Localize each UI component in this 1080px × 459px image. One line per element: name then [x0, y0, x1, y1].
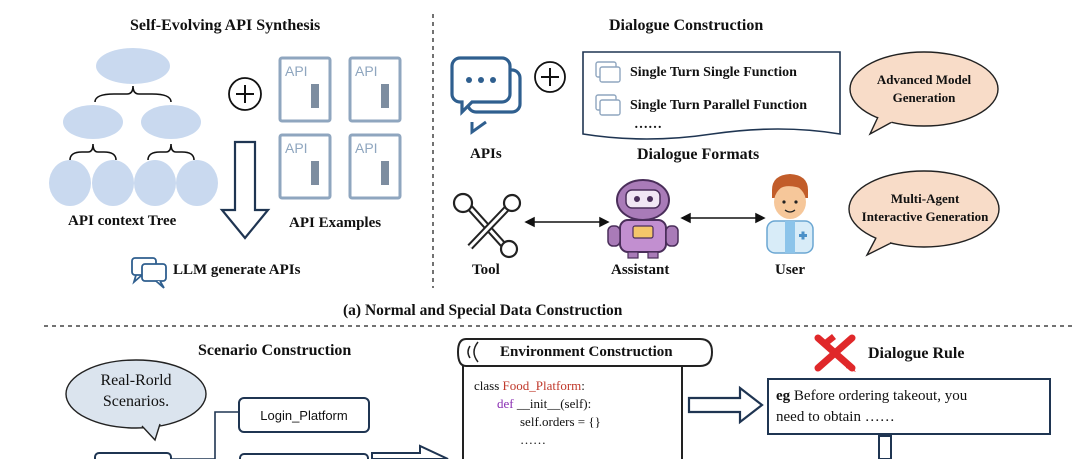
- api-context-tree-label: API context Tree: [68, 213, 177, 229]
- down-arrow-icon: [219, 140, 271, 240]
- environment-scroll: [456, 338, 714, 459]
- class-name: Food_Platform: [502, 378, 582, 393]
- apis-chat-icon: [450, 56, 522, 135]
- tool-icon: [452, 192, 522, 259]
- assistant-user-arrow: [680, 212, 766, 224]
- dialogue-type-item: Single Turn Parallel Function: [630, 98, 807, 113]
- api-context-tree: [49, 48, 218, 206]
- real-world-scenarios-text: Real-Rorld Scenarios.: [100, 372, 172, 410]
- keyword: def: [497, 396, 517, 411]
- pencil-cross-icon: [814, 334, 856, 372]
- advanced-model-generation-text: Advanced Model Generation: [876, 72, 972, 105]
- tool-label: Tool: [472, 262, 500, 278]
- user-icon: [766, 174, 814, 254]
- user-label: User: [775, 262, 805, 278]
- dialogue-rule-title: Dialogue Rule: [868, 345, 965, 362]
- dialogue-formats-title: Dialogue Formats: [637, 146, 760, 163]
- down-arrow-icon: [878, 435, 892, 459]
- real-world-bubble: [65, 359, 207, 442]
- api-card-label: API: [355, 140, 378, 156]
- multi-agent-bubble: [848, 170, 1000, 257]
- robot-icon: [607, 179, 679, 259]
- api-examples-label: API Examples: [289, 215, 382, 231]
- tool-assistant-arrow: [524, 216, 610, 228]
- code-ellipsis: ……: [520, 432, 546, 447]
- dialogue-construction-title: Dialogue Construction: [609, 17, 764, 34]
- arrow-right-icon: [687, 385, 764, 425]
- arrow-right-icon: [371, 444, 449, 459]
- keyword: class: [474, 378, 503, 393]
- apis-label: APIs: [470, 146, 502, 162]
- self-evolving-api-synthesis-title: Self-Evolving API Synthesis: [130, 17, 321, 34]
- rule-eg: eg: [776, 388, 791, 404]
- plus-icon: [228, 77, 262, 111]
- llm-generate-apis-label: LLM generate APIs: [173, 262, 301, 278]
- platform-box-partial: [239, 453, 369, 459]
- dialogue-rule-text: eg Before ordering takeout, you need to …: [776, 388, 968, 425]
- dialogue-rule-box: [767, 378, 1051, 435]
- login-platform-box: Login_Platform: [238, 397, 370, 433]
- api-card-label: API: [285, 63, 308, 79]
- api-card-label: API: [285, 140, 308, 156]
- dialogue-type-ellipsis: ……: [634, 117, 662, 132]
- scenario-construction-title: Scenario Construction: [198, 342, 352, 359]
- api-example-cards: [278, 56, 402, 200]
- dialogue-type-item: Single Turn Single Function: [630, 65, 797, 80]
- api-card-label: API: [355, 63, 378, 79]
- code-line: class Food_Platform:: [474, 377, 585, 394]
- dialogue-types-box: [582, 51, 841, 140]
- code-line: self.orders = {}: [520, 414, 601, 429]
- punctuation: :: [581, 378, 585, 393]
- scenario-connectors: [170, 411, 238, 459]
- multi-agent-generation-text: Multi-Agent Interactive Generation: [861, 191, 989, 224]
- environment-construction-title: Environment Construction: [500, 344, 673, 360]
- assistant-label: Assistant: [611, 262, 670, 278]
- function-signature: __init__(self):: [516, 396, 592, 411]
- scenario-box-partial: [94, 452, 172, 459]
- code-line: def __init__(self):: [497, 395, 591, 412]
- plus-icon: [534, 61, 566, 93]
- chat-icon: [131, 257, 167, 289]
- advanced-model-bubble: [849, 51, 999, 136]
- caption-a: (a) Normal and Special Data Construction: [343, 302, 623, 319]
